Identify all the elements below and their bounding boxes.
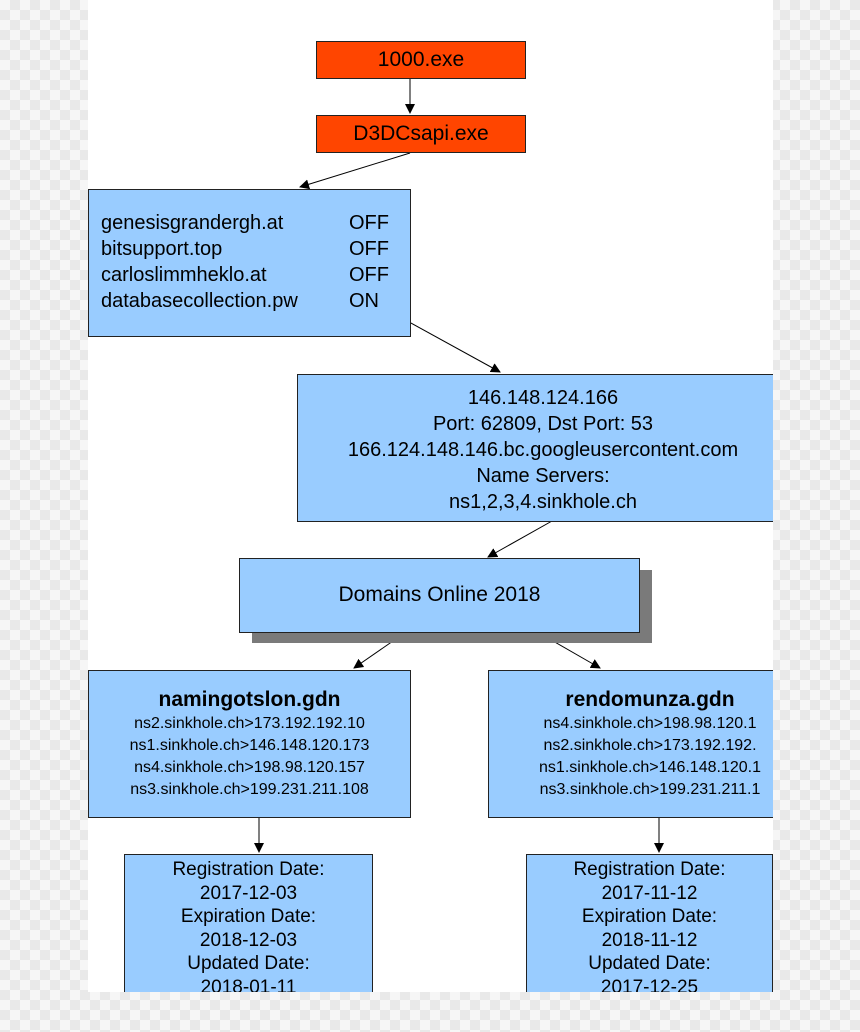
ns-record: ns4.sinkhole.ch>198.98.120.157 (134, 759, 365, 776)
name-servers-value: ns1,2,3,4.sinkhole.ch (449, 491, 637, 513)
domain-status: OFF (349, 238, 389, 260)
exe-node-d3dcsapi-label: D3DCsapi.exe (353, 122, 489, 145)
ns-record: ns1.sinkhole.ch>146.148.120.1 (539, 759, 761, 776)
arrow-exe2-to-domains (299, 152, 411, 190)
ns-record: ns3.sinkhole.ch>199.231.211.108 (130, 781, 369, 798)
updated-date-value: 2017-12-25 (600, 976, 699, 993)
domain-status: OFF (349, 264, 389, 286)
ip-ports: Port: 62809, Dst Port: 53 (432, 413, 654, 435)
domain-status: ON (349, 290, 379, 312)
ns-record: ns2.sinkhole.ch>173.192.192.10 (134, 715, 365, 732)
domain-name: databasecollection.pw (101, 290, 298, 312)
domain-title: rendomunza.gdn (565, 688, 735, 711)
exe-node-d3dcsapi: D3DCsapi.exe (316, 115, 526, 153)
name-servers-heading: Name Servers: (476, 465, 610, 487)
exe-node-1000: 1000.exe (316, 41, 526, 79)
expiration-date-label: Expiration Date: (581, 906, 718, 927)
domain-row: carloslimmheklo.at OFF (101, 262, 410, 288)
ns-record: ns3.sinkhole.ch>199.231.211.1 (539, 781, 761, 798)
domain-row: databasecollection.pw ON (101, 288, 410, 314)
dates-box-right: Registration Date: 2017-11-12 Expiration… (526, 854, 773, 992)
ns-record: ns4.sinkhole.ch>198.98.120.1 (543, 715, 757, 732)
expiration-date-value: 2018-12-03 (199, 929, 298, 951)
updated-date-value: 2018-01-11 (200, 976, 297, 993)
domain-name: carloslimmheklo.at (101, 264, 267, 286)
domain-title: namingotslon.gdn (158, 688, 341, 711)
domain-box-namingotslon: namingotslon.gdn ns2.sinkhole.ch>173.192… (88, 670, 411, 818)
domains-online-box: Domains Online 2018 (239, 558, 640, 633)
domain-status: OFF (349, 212, 389, 234)
registration-date-label: Registration Date: (172, 859, 325, 880)
arrow-ip-to-online (487, 520, 553, 558)
ip-address: 146.148.124.166 (467, 387, 619, 409)
ns-record: ns1.sinkhole.ch>146.148.120.173 (129, 737, 370, 754)
ip-hostname: 166.124.148.146.bc.googleusercontent.com (347, 439, 739, 461)
ip-info-box: 146.148.124.166 Port: 62809, Dst Port: 5… (297, 374, 773, 522)
expiration-date-label: Expiration Date: (180, 906, 317, 927)
updated-date-label: Updated Date: (187, 953, 310, 974)
registration-date-value: 2017-11-12 (601, 882, 698, 904)
dates-box-left: Registration Date: 2017-12-03 Expiration… (124, 854, 373, 992)
expiration-date-value: 2018-11-12 (601, 929, 698, 951)
updated-date-label: Updated Date: (588, 953, 711, 974)
registration-date-label: Registration Date: (573, 859, 726, 880)
domain-box-rendomunza: rendomunza.gdn ns4.sinkhole.ch>198.98.12… (488, 670, 773, 818)
domain-name: genesisgrandergh.at (101, 212, 284, 234)
domain-row: bitsupport.top OFF (101, 236, 410, 262)
domain-row: genesisgrandergh.at OFF (101, 210, 410, 236)
registration-date-value: 2017-12-03 (199, 882, 298, 904)
domain-name: bitsupport.top (101, 238, 223, 260)
exe-node-1000-label: 1000.exe (377, 48, 465, 71)
ns-record: ns2.sinkhole.ch>173.192.192. (543, 737, 757, 754)
domains-online-title: Domains Online 2018 (338, 583, 541, 606)
